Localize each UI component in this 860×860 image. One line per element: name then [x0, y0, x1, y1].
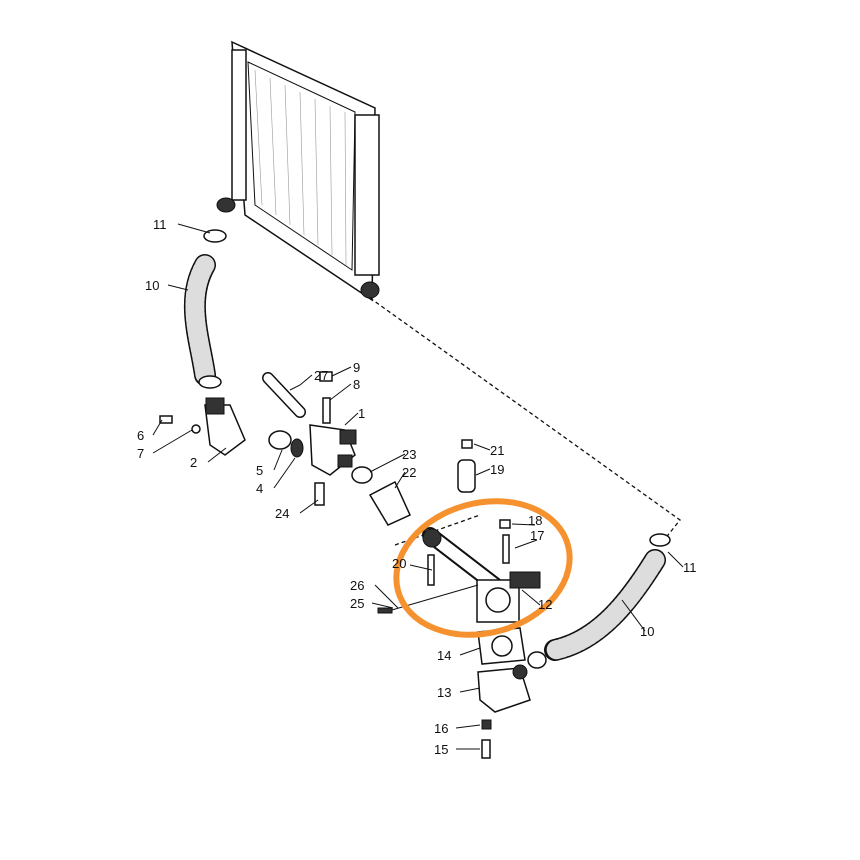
callout-7: 7 [137, 446, 144, 461]
callout-10-upper: 10 [145, 278, 159, 293]
callout-4: 4 [256, 481, 263, 496]
callout-18: 18 [528, 513, 542, 528]
callout-labels: 11 10 27 9 8 1 6 7 2 5 4 23 22 24 21 19 … [137, 217, 697, 757]
callout-21: 21 [490, 443, 504, 458]
callout-5: 5 [256, 463, 263, 478]
callout-20: 20 [392, 556, 406, 571]
callout-19: 19 [490, 462, 504, 477]
callout-10-lower: 10 [640, 624, 654, 639]
callout-26: 26 [350, 578, 364, 593]
callout-13: 13 [437, 685, 451, 700]
callout-1: 1 [358, 406, 365, 421]
upper-hose [183, 197, 236, 389]
callout-22: 22 [402, 465, 416, 480]
lower-hose [527, 533, 671, 669]
callout-23: 23 [402, 447, 416, 462]
callout-12: 12 [538, 597, 552, 612]
callout-17: 17 [530, 528, 544, 543]
callout-27: 27 [314, 368, 328, 383]
callout-2: 2 [190, 455, 197, 470]
callout-15: 15 [434, 742, 448, 757]
leader-lines [152, 223, 684, 750]
callout-16: 16 [434, 721, 448, 736]
callout-11-upper: 11 [153, 217, 167, 232]
elbow-housing [159, 397, 246, 456]
radiator [231, 40, 380, 302]
callout-6: 6 [137, 428, 144, 443]
callout-9: 9 [353, 360, 360, 375]
callout-8: 8 [353, 377, 360, 392]
callout-11-lower: 11 [683, 560, 697, 575]
callout-25: 25 [350, 596, 364, 611]
callout-24: 24 [275, 506, 289, 521]
callout-14: 14 [437, 648, 451, 663]
thermostat-parts [268, 371, 357, 506]
highlight-circle [393, 498, 573, 638]
